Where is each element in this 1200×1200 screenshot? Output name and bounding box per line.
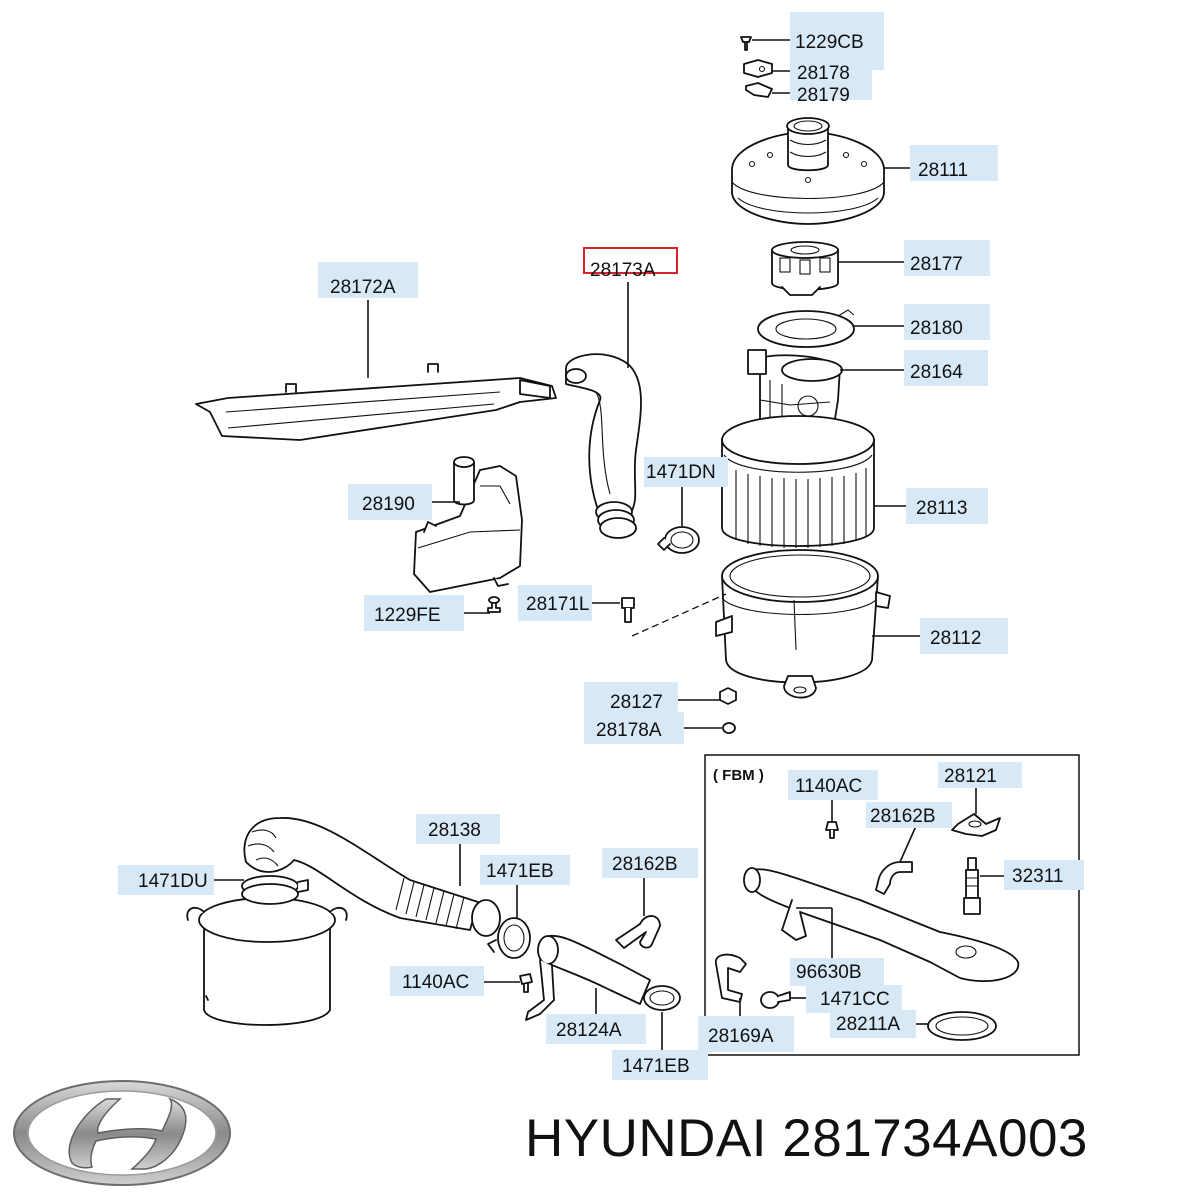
label-1140AC-inset: 1140AC <box>795 776 862 797</box>
part-28172A-duct <box>195 363 557 441</box>
part-28127-nut <box>719 687 737 705</box>
label-28171L: 28171L <box>526 594 589 615</box>
part-28121-wingnut <box>951 813 1001 837</box>
part-28162B-inset-hose <box>875 861 913 895</box>
part-1471DU-container <box>186 875 348 1026</box>
label-28211A: 28211A <box>836 1014 900 1035</box>
label-1471DU: 1471DU <box>138 871 208 892</box>
part-28162B-hose <box>615 915 661 949</box>
inset-fbm-title: ( FBM ) <box>713 767 764 784</box>
label-28162B-inset: 28162B <box>870 806 936 827</box>
part-28111-cover <box>731 117 885 225</box>
label-1471DN: 1471DN <box>646 462 716 483</box>
part-1229CB-bolt <box>740 36 752 51</box>
label-28164: 28164 <box>910 362 963 383</box>
label-28172A: 28172A <box>330 277 396 298</box>
part-1471CC-clamp <box>760 991 791 1009</box>
label-1140AC: 1140AC <box>402 972 469 993</box>
part-labels: 1229CB 28178 28179 28111 28173A 28177 28… <box>138 32 1063 1077</box>
part-28171L-bolt <box>621 597 635 623</box>
label-28127: 28127 <box>610 692 663 713</box>
label-28180: 28180 <box>910 318 963 339</box>
label-32311: 32311 <box>1012 866 1063 887</box>
part-28177-element <box>771 241 839 296</box>
label-28112: 28112 <box>930 628 981 649</box>
label-28190: 28190 <box>362 494 415 515</box>
label-28121: 28121 <box>944 766 997 787</box>
leader-lines <box>212 39 1004 1050</box>
label-28124A: 28124A <box>556 1020 622 1041</box>
brand-part-number: HYUNDAI 281734A003 <box>525 1108 1088 1169</box>
label-28138: 28138 <box>428 820 481 841</box>
label-28162B: 28162B <box>612 854 678 875</box>
part-96630B-pipe <box>743 867 1019 982</box>
part-32311-stud <box>963 857 981 915</box>
label-1229CB: 1229CB <box>795 32 864 53</box>
part-28211A-ring <box>927 1011 997 1041</box>
label-96630B: 96630B <box>796 962 862 983</box>
part-28178-bracket <box>743 59 773 78</box>
label-1471CC: 1471CC <box>820 989 890 1010</box>
part-28173A-hose <box>565 353 642 539</box>
leader-28171L-dashed <box>631 593 727 637</box>
label-28177: 28177 <box>910 254 963 275</box>
highlight-box-28173A <box>583 247 678 274</box>
part-28169A-hose <box>715 953 747 1003</box>
label-28169A: 28169A <box>708 1026 774 1047</box>
part-1471DN-clamp <box>657 526 700 554</box>
hyundai-logo-icon <box>13 1080 231 1186</box>
label-1229FE: 1229FE <box>374 605 441 626</box>
label-1471EB-top: 1471EB <box>486 861 554 882</box>
part-1140AC-bolt <box>519 973 533 993</box>
inset-fbm-box <box>704 754 1080 1056</box>
label-1471EB-bottom: 1471EB <box>622 1056 690 1077</box>
part-number: 281734A003 <box>782 1109 1088 1168</box>
part-28113-filter <box>721 415 875 548</box>
label-28179: 28179 <box>797 85 850 106</box>
label-28178A: 28178A <box>596 720 662 741</box>
label-28178: 28178 <box>797 63 850 84</box>
label-28111: 28111 <box>918 160 968 181</box>
part-28124A-pipe <box>525 934 651 1021</box>
brand-name: HYUNDAI <box>525 1109 768 1168</box>
part-28178A-nut <box>722 722 736 734</box>
part-28179-bracket <box>745 82 773 98</box>
part-28112-housing <box>715 549 891 699</box>
part-1471EB-bottom-clamp <box>643 985 681 1011</box>
part-1140AC-inset-bolt <box>825 821 839 839</box>
label-backgrounds <box>118 12 1084 1080</box>
label-28113: 28113 <box>916 498 967 519</box>
part-1229FE-bolt <box>487 596 501 613</box>
part-1471EB-top-clamp <box>487 917 531 959</box>
label-28173A: 28173A <box>590 260 656 281</box>
part-28190-resonator <box>413 456 523 593</box>
part-28180-gasket <box>757 309 855 348</box>
part-28138-hose <box>243 817 501 937</box>
